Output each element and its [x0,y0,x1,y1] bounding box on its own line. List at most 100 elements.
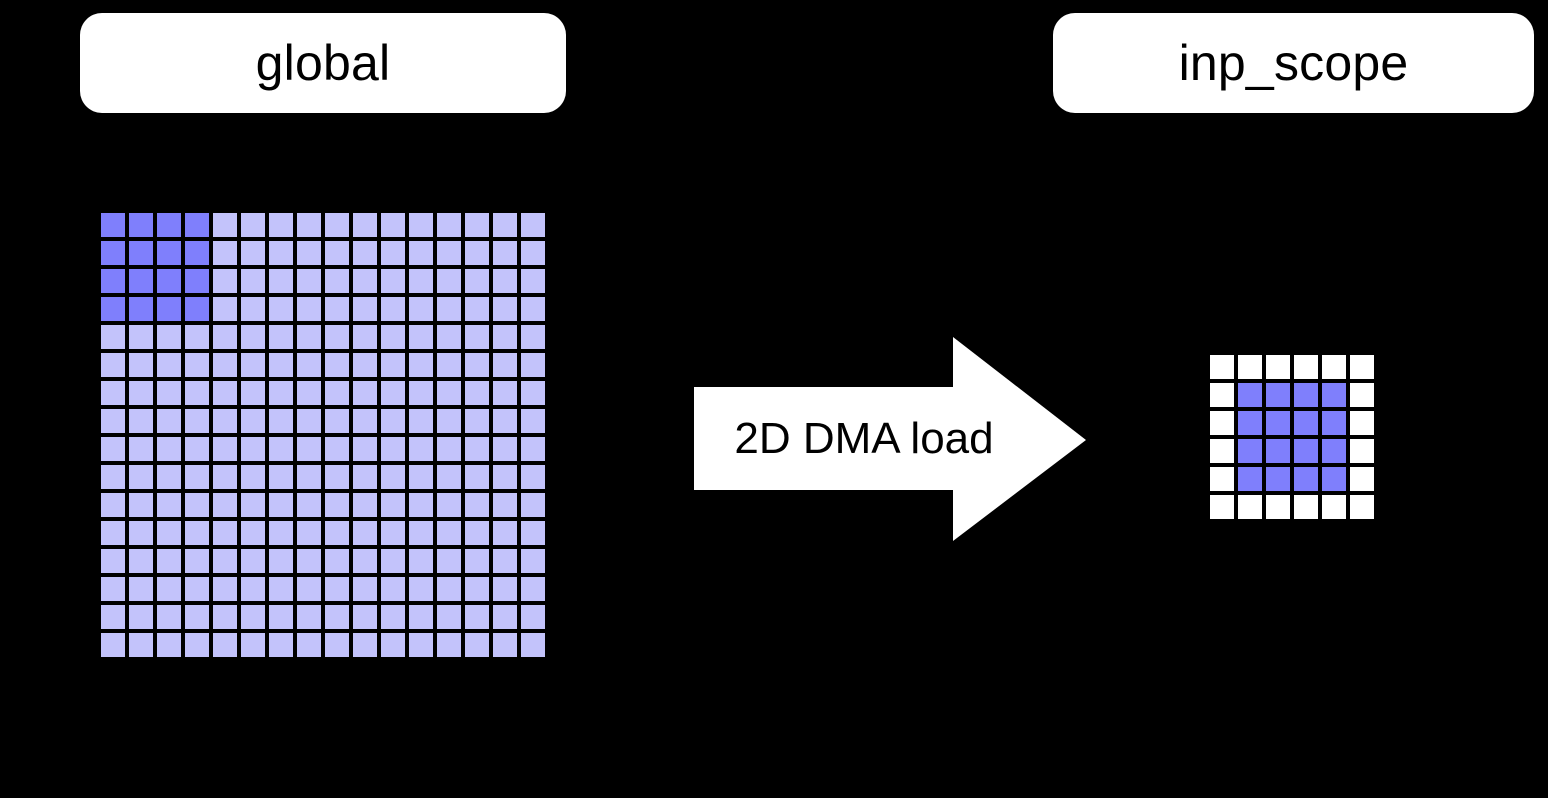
grid-cell [521,521,545,545]
grid-cell [185,297,209,321]
grid-cell [1322,467,1346,491]
grid-cell [241,437,265,461]
grid-cell [101,409,125,433]
grid-cell [325,213,349,237]
dest-label-text: inp_scope [1178,35,1409,91]
grid-cell [213,577,237,601]
grid-cell [129,493,153,517]
grid-cell [437,437,461,461]
grid-cell [353,521,377,545]
grid-cell [1266,355,1290,379]
grid-cell [129,381,153,405]
grid-cell [1294,495,1318,519]
grid-cell [157,521,181,545]
grid-cell [493,633,517,657]
grid-cell [297,381,321,405]
grid-cell [493,605,517,629]
grid-cell [157,605,181,629]
grid-cell [129,521,153,545]
grid-cell [353,577,377,601]
grid-cell [353,353,377,377]
grid-cell [1266,495,1290,519]
grid-cell [381,521,405,545]
grid-cell [269,549,293,573]
grid-cell [241,353,265,377]
grid-cell [353,269,377,293]
grid-cell [493,437,517,461]
grid-cell [129,241,153,265]
grid-cell [1266,439,1290,463]
grid-cell [325,409,349,433]
grid-cell [409,297,433,321]
grid-cell [1238,355,1262,379]
grid-cell [213,297,237,321]
grid-cell [521,633,545,657]
grid-cell [297,297,321,321]
grid-cell [381,549,405,573]
grid-cell [381,241,405,265]
grid-cell [493,353,517,377]
grid-cell [465,297,489,321]
grid-cell [157,493,181,517]
grid-cell [157,381,181,405]
grid-cell [325,353,349,377]
grid-cell [521,577,545,601]
grid-cell [409,241,433,265]
grid-cell [1266,411,1290,435]
grid-cell [269,633,293,657]
grid-cell [185,213,209,237]
grid-cell [325,297,349,321]
grid-cell [157,353,181,377]
grid-cell [353,465,377,489]
grid-cell [129,549,153,573]
grid-cell [381,465,405,489]
grid-cell [465,241,489,265]
grid-cell [437,241,461,265]
grid-cell [157,577,181,601]
grid-cell [157,409,181,433]
grid-cell [185,521,209,545]
grid-cell [101,381,125,405]
grid-cell [521,213,545,237]
grid-cell [381,297,405,321]
grid-cell [1350,467,1374,491]
grid-cell [1210,467,1234,491]
grid-cell [437,381,461,405]
grid-cell [353,381,377,405]
grid-cell [297,213,321,237]
grid-cell [297,325,321,349]
grid-cell [129,437,153,461]
grid-cell [157,549,181,573]
grid-cell [129,269,153,293]
grid-cell [325,325,349,349]
grid-cell [241,381,265,405]
grid-cell [437,633,461,657]
grid-cell [353,549,377,573]
grid-cell [325,549,349,573]
grid-cell [465,633,489,657]
grid-cell [241,297,265,321]
grid-cell [129,297,153,321]
grid-cell [521,241,545,265]
grid-cell [325,437,349,461]
grid-cell [269,213,293,237]
grid-cell [185,437,209,461]
grid-cell [1322,411,1346,435]
grid-cell [465,325,489,349]
grid-cell [325,577,349,601]
grid-cell [465,605,489,629]
grid-cell [493,465,517,489]
grid-cell [213,213,237,237]
grid-cell [381,213,405,237]
grid-cell [101,549,125,573]
grid-cell [129,605,153,629]
grid-cell [129,465,153,489]
grid-cell [241,521,265,545]
grid-cell [521,297,545,321]
grid-cell [325,605,349,629]
grid-cell [213,465,237,489]
grid-cell [1210,439,1234,463]
grid-cell [101,297,125,321]
grid-cell [101,269,125,293]
arrow-shape-icon [694,337,1086,541]
